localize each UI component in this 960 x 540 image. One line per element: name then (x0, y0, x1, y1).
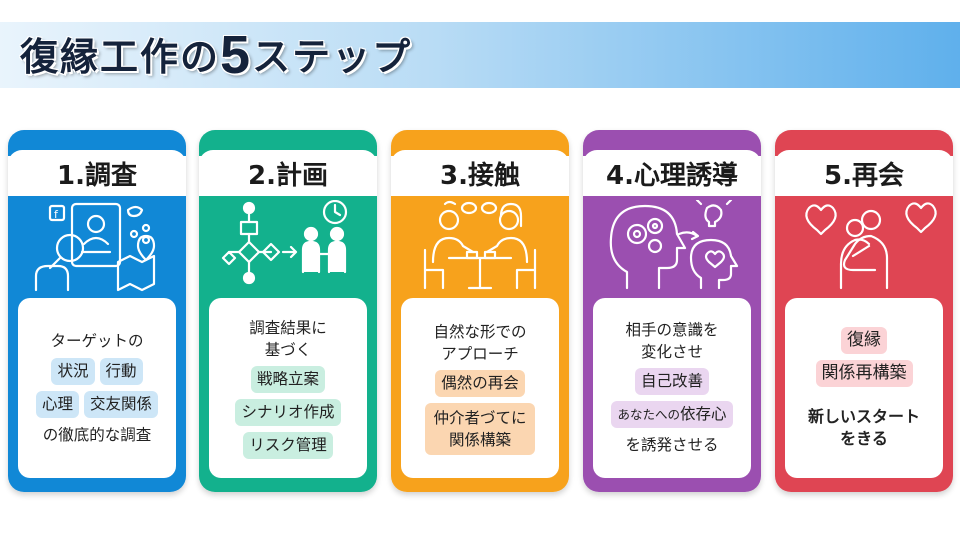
step-card-4: 4.心理誘導 相手の意識を 変化させ 自己改善 あなたへの依存心 を誘発させる (583, 130, 761, 492)
keyword-chip: 交友関係 (84, 391, 159, 418)
step-card-2: 2.計画 調査結果に 基づく 戦略立案 シナリオ作成 リスク管理 (199, 130, 377, 492)
step-text: 相手の意識を (625, 321, 719, 339)
keyword-chip: 偶然の再会 (435, 369, 525, 397)
step-text: ターゲットの (50, 332, 144, 350)
step-card-5: 5.再会 復縁 関係再構築 新しいスタート をきる (775, 130, 953, 492)
chip-row: 心理 交友関係 (35, 391, 159, 418)
step-text: 基づく (264, 340, 312, 359)
keyword-chip: シナリオ作成 (235, 398, 341, 426)
svg-text:f: f (54, 208, 59, 221)
step-text: 新しいスタート (807, 407, 920, 426)
chip-line: 関係構築 (448, 430, 511, 449)
step-text: を誘発させる (625, 436, 719, 454)
step-heading: 2.計画 (199, 150, 377, 196)
step-heading: 1.調査 (8, 150, 186, 196)
keyword-chip: リスク管理 (243, 431, 333, 459)
step-card-1: 1.調査 f ターゲットの 状況 行動 心理 交友関係 の徹底的な調査 (8, 130, 186, 492)
keyword-chip: あなたへの依存心 (611, 401, 733, 428)
chip-large-text: 依存心 (680, 405, 727, 423)
step-text: をきる (840, 429, 888, 448)
step-text: 変化させ (640, 343, 703, 361)
step-content: ターゲットの 状況 行動 心理 交友関係 の徹底的な調査 (18, 298, 176, 478)
step-heading: 5.再会 (775, 150, 953, 196)
step-content: 復縁 関係再構築 新しいスタート をきる (785, 298, 943, 478)
keyword-chip: 仲介者づてに 関係構築 (425, 402, 535, 455)
step-content: 自然な形での アプローチ 偶然の再会 仲介者づてに 関係構築 (401, 298, 559, 478)
cafe-conversation-icon (405, 200, 555, 292)
mind-gears-icon (597, 198, 747, 292)
keyword-chip: 復縁 (841, 327, 887, 354)
step-text: 調査結果に (249, 318, 327, 337)
title-number: 5 (220, 25, 253, 85)
keyword-chip: 戦略立案 (250, 365, 325, 393)
page-title: 復縁工作の5ステップ (20, 28, 412, 84)
chip-small-text: あなたへの (617, 407, 680, 422)
step-heading: 3.接触 (391, 150, 569, 196)
keyword-chip: 行動 (99, 358, 143, 385)
keyword-chip: 状況 (51, 358, 95, 385)
title-rest: ステップ (252, 35, 413, 79)
step-text: 自然な形での (433, 322, 527, 341)
investigation-icon: f (22, 200, 172, 292)
step-content: 調査結果に 基づく 戦略立案 シナリオ作成 リスク管理 (209, 298, 367, 478)
step-text: の徹底的な調査 (42, 426, 152, 444)
chip-line: 仲介者づてに (433, 408, 527, 427)
hug-hearts-icon (789, 200, 939, 292)
title-banner (0, 22, 960, 88)
keyword-chip: 自己改善 (634, 368, 709, 395)
step-card-3: 3.接触 自然な形での アプローチ 偶然の再会 仲介者づてに 関係構築 (391, 130, 569, 492)
flowchart-plan-icon (213, 199, 363, 292)
keyword-chip: 関係再構築 (815, 360, 913, 387)
step-heading: 4.心理誘導 (583, 150, 761, 196)
step-text: アプローチ (441, 344, 519, 363)
chip-row: 状況 行動 (51, 358, 143, 385)
step-content: 相手の意識を 変化させ 自己改善 あなたへの依存心 を誘発させる (593, 298, 751, 478)
keyword-chip: 心理 (35, 391, 79, 418)
title-main: 復縁工作の (20, 35, 221, 79)
